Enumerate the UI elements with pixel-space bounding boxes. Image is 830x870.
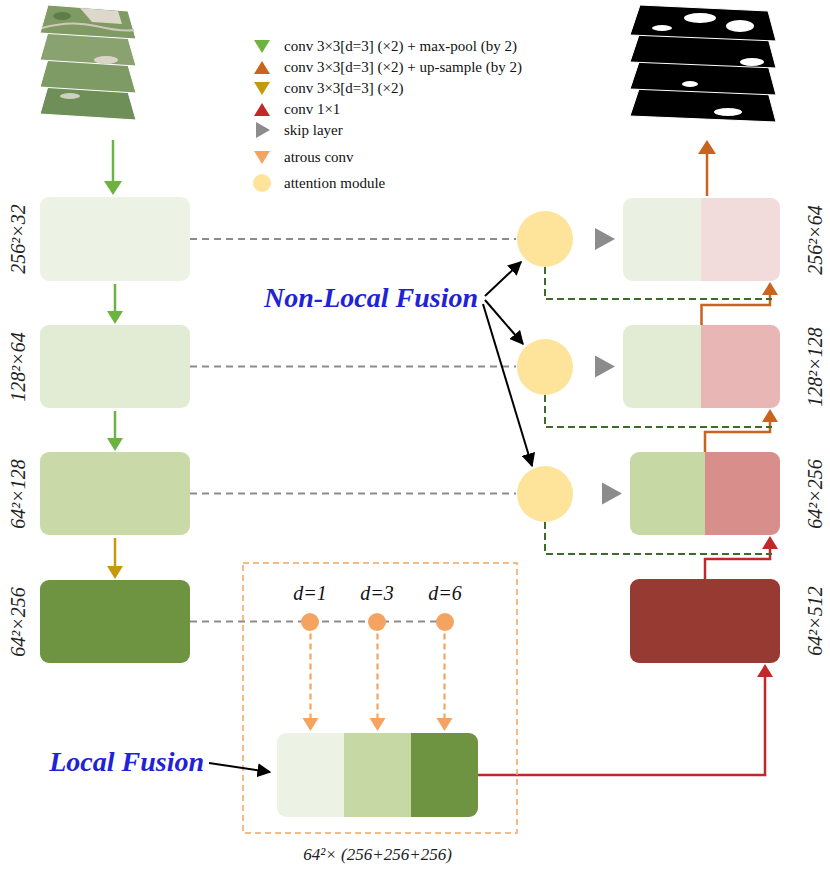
arrowhead: [107, 311, 123, 324]
arrowhead: [303, 718, 319, 731]
connector: [190, 622, 453, 732]
encoder-block: 128²×64: [40, 325, 190, 408]
attention-module: [517, 339, 573, 395]
input-arrow: [112, 140, 115, 183]
legend-text: skip layer: [284, 121, 343, 139]
dimension-label: 64²×512: [804, 586, 826, 656]
callout-arrow: [485, 300, 523, 344]
connector: [107, 284, 123, 324]
connector-line: [190, 366, 516, 368]
arrowhead: [602, 483, 622, 505]
arrowhead: [107, 438, 123, 451]
arrowhead: [107, 566, 123, 579]
connector: [702, 282, 779, 325]
decoder-block: 64²×512: [630, 579, 780, 663]
connector: [107, 538, 123, 579]
decoder-block: 256²×64: [623, 198, 780, 281]
arrowhead: [437, 718, 453, 731]
input-image-stack: [40, 5, 136, 120]
attention-module: [517, 466, 573, 522]
legend-text: conv 1×1: [284, 100, 340, 118]
atrous-dot: [368, 613, 386, 631]
connector-line: [190, 238, 516, 240]
callout-arrow: [209, 763, 270, 772]
dimension-label: 64²× (256+256+256): [303, 845, 452, 865]
dilation-label: d=1: [293, 582, 327, 604]
connector: [705, 536, 778, 579]
dimension-label: 128²×128: [804, 327, 826, 407]
connector: [478, 664, 773, 775]
atrous-dot: [301, 613, 319, 631]
dimension-label: 256²×32: [7, 204, 29, 274]
arrowhead: [595, 228, 615, 250]
connector-line: [309, 634, 311, 721]
connector-line: [114, 284, 117, 314]
callout-arrow: [483, 304, 532, 466]
legend-text: conv 3×3[d=3] (×2): [284, 79, 404, 97]
attention-module: [517, 211, 573, 267]
arrowhead: [762, 282, 778, 295]
local-fusion-frame: [243, 563, 517, 833]
legend-symbols: [253, 40, 271, 192]
legend-text: conv 3×3[d=3] (×2) + max-pool (by 2): [284, 37, 517, 55]
arrowhead: [762, 409, 778, 422]
connector: [705, 409, 778, 452]
connector-line: [702, 292, 771, 325]
dimension-label: 64²×256: [804, 459, 826, 529]
connector-line: [443, 634, 445, 721]
arrowhead: [762, 536, 778, 549]
dilation-label: d=3: [360, 582, 394, 604]
decoder-block: 128²×128: [623, 325, 780, 408]
decoder-block: 64²×256: [630, 452, 780, 535]
arrowhead: [595, 356, 615, 378]
dimension-label: 64²×128: [7, 459, 29, 529]
bottleneck-block: 64²×256: [40, 580, 190, 663]
connector-line: [376, 634, 378, 721]
connector-line: [114, 538, 117, 569]
arrowhead: [757, 664, 773, 677]
dimension-label: 64²×256: [7, 587, 29, 657]
connector-line: [705, 546, 770, 579]
atrous-dot: [436, 613, 454, 631]
connector-line: [190, 493, 516, 495]
connector-line: [114, 411, 117, 441]
input-arrowhead: [104, 181, 122, 195]
callout-title: Local Fusion: [49, 746, 204, 778]
dilation-label: d=6: [428, 582, 462, 604]
output-arrowhead: [698, 140, 716, 154]
encoder-block: 256²×32: [40, 197, 190, 281]
legend-text: conv 3×3[d=3] (×2) + up-sample (by 2): [284, 58, 522, 76]
callout-title: Non-Local Fusion: [264, 282, 478, 314]
callout-arrow: [485, 262, 521, 296]
legend-text: atrous conv: [284, 148, 354, 166]
connector: [107, 411, 123, 451]
output-arrow: [706, 152, 709, 196]
dimension-label: 128²×64: [7, 332, 29, 402]
legend-text: attention module: [284, 174, 385, 192]
arrowhead: [370, 718, 386, 731]
dimension-label: 256²×64: [804, 205, 826, 275]
output-mask-stack: [630, 5, 776, 122]
fusion-block: 64²× (256+256+256): [277, 733, 478, 817]
encoder-block: 64²×128: [40, 452, 190, 535]
connector-line: [478, 674, 765, 775]
connector-line: [705, 419, 770, 452]
